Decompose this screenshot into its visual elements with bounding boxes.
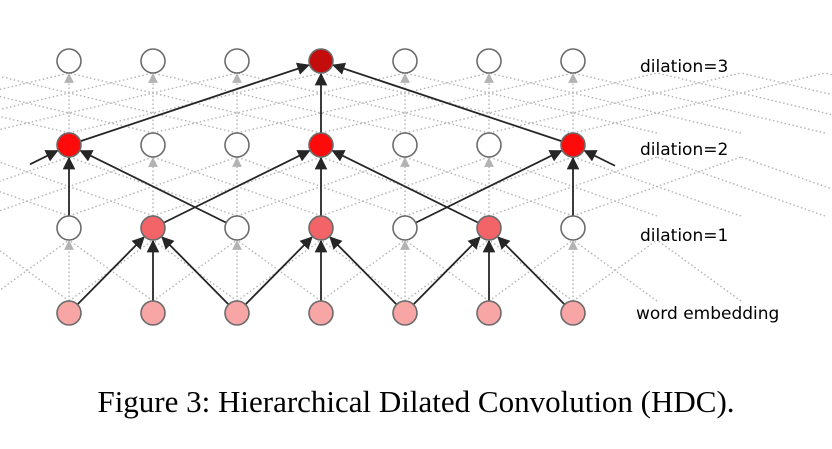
d1-node-5 [476, 215, 502, 241]
d2-node-0 [56, 132, 82, 158]
d1-node-2 [224, 215, 250, 241]
active-edge [68, 236, 145, 314]
active-edge [79, 149, 238, 229]
d3-node-3 [308, 48, 334, 74]
d1-node-0 [56, 215, 82, 241]
d1-node-6 [560, 215, 586, 241]
figure-caption: Figure 3: Hierarchical Dilated Convoluti… [97, 384, 735, 419]
inactive-edges [0, 72, 832, 302]
active-edge [497, 236, 574, 314]
embedding-node-4 [392, 300, 418, 326]
label-dilation-2: dilation=2 [640, 140, 728, 160]
d3-node-4 [392, 48, 418, 74]
inactive-edge [404, 239, 490, 302]
active-edge [329, 236, 406, 314]
embedding-node-5 [476, 300, 502, 326]
embedding-node-3 [308, 300, 334, 326]
d2-node-4 [392, 132, 418, 158]
active-edge [236, 236, 313, 314]
d3-node-5 [476, 48, 502, 74]
inactive-edge [572, 156, 742, 217]
inactive-edge [404, 239, 490, 302]
inactive-edge [824, 72, 832, 76]
active-edge [404, 236, 481, 314]
inactive-edge [488, 239, 574, 302]
inactive-edge [0, 250, 70, 302]
inactive-edge [320, 239, 406, 302]
inactive-edge [0, 239, 70, 291]
inactive-edge [656, 156, 826, 217]
inactive-edge [68, 239, 154, 302]
d2-node-3 [308, 132, 334, 158]
d3-node-0 [56, 48, 82, 74]
inactive-edge [152, 239, 238, 302]
d3-node-1 [140, 48, 166, 74]
active-edge [161, 236, 238, 314]
label-dilation-1: dilation=1 [640, 226, 728, 246]
inactive-edge [0, 72, 70, 91]
inactive-edge [740, 72, 832, 96]
d2-node-6 [560, 132, 586, 158]
label-dilation-3: dilation=3 [640, 57, 728, 77]
inactive-edge [236, 239, 322, 302]
inactive-edge [572, 239, 658, 302]
hdc-diagram: dilation=3 dilation=2 dilation=1 word em… [0, 48, 832, 326]
nodes [56, 48, 586, 326]
active-edge [583, 149, 616, 167]
embedding-node-6 [560, 300, 586, 326]
inactive-edge [0, 115, 70, 134]
active-edge [332, 62, 574, 146]
inactive-edge [0, 156, 154, 212]
inactive-edge [236, 239, 322, 302]
d1-node-3 [308, 215, 334, 241]
inactive-edge [656, 239, 742, 302]
inactive-edge [152, 239, 238, 302]
layer-labels: dilation=3 dilation=2 dilation=1 word em… [636, 57, 779, 324]
active-edge [404, 149, 563, 229]
d2-node-5 [476, 132, 502, 158]
d3-node-2 [224, 48, 250, 74]
d3-node-6 [560, 48, 586, 74]
inactive-edge [740, 156, 832, 190]
embedding-node-1 [140, 300, 166, 326]
inactive-edge [0, 156, 70, 182]
active-edge [331, 149, 490, 229]
inactive-edge [68, 239, 154, 302]
embedding-node-0 [56, 300, 82, 326]
inactive-edge [320, 239, 406, 302]
active-edge [29, 149, 59, 166]
inactive-edge [572, 239, 658, 302]
active-edge [152, 149, 311, 229]
d1-node-4 [392, 215, 418, 241]
d2-node-2 [224, 132, 250, 158]
inactive-edge [488, 239, 574, 302]
active-edge [68, 62, 310, 146]
embedding-node-2 [224, 300, 250, 326]
inactive-edge [0, 191, 70, 217]
d2-node-1 [140, 132, 166, 158]
inactive-edge [0, 161, 154, 217]
inactive-edge [0, 75, 238, 134]
label-word-embedding: word embedding [636, 304, 779, 324]
d1-node-1 [140, 215, 166, 241]
inactive-edge [656, 72, 832, 116]
